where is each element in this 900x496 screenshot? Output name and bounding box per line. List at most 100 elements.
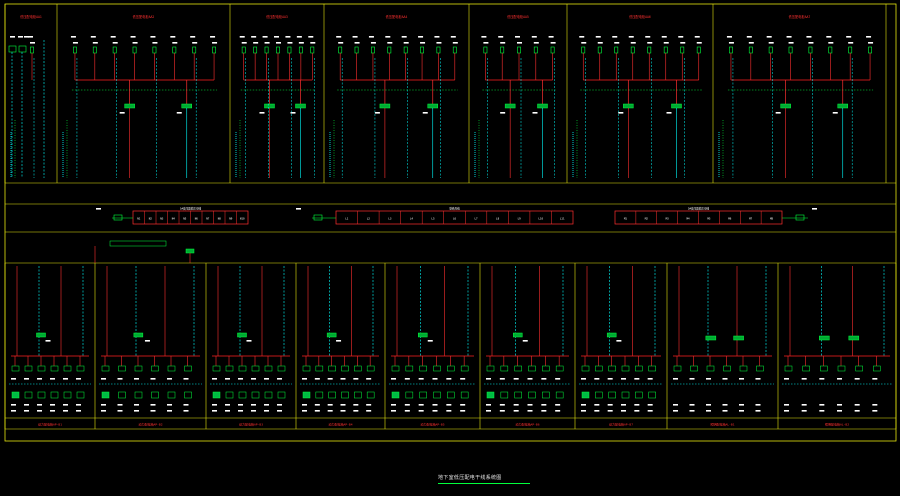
incomer-tag [96,208,101,210]
feeder-tag [110,36,116,38]
branch-tag [594,378,600,380]
feeder-tag [150,36,156,38]
branch-breaker [608,365,616,372]
branch-tag [872,404,878,406]
branch-load [595,391,603,399]
feeder-tag [18,36,23,38]
branch-tag [11,410,16,412]
switch-unit [379,103,391,109]
branch-load [581,391,590,399]
feeder-tag [868,42,874,44]
feeder-tag [130,36,136,38]
bus-section [335,210,574,225]
branch-tag [225,378,230,380]
feeder-breaker [748,46,753,54]
branch-tag [755,410,761,412]
incomer-tag [812,208,817,210]
branch-tag [722,410,728,412]
feeder-tag [846,36,852,38]
feeder-breaker [241,46,246,54]
lower-main-switch [418,332,428,338]
switch-tag [119,112,125,114]
branch-tag [446,410,452,412]
branch-load [63,391,72,399]
branch-tag [513,378,519,380]
branch-load [648,391,656,399]
feeder-tag [30,42,35,44]
branch-breaker [24,365,33,372]
branch-tag [314,404,320,406]
branch-tag [134,404,139,406]
branch-breaker [37,365,46,372]
feeder-tag [452,42,458,44]
feeder-breaker [253,46,258,54]
feeder-tag [253,42,259,44]
feeder-breaker [550,46,555,54]
switch-tag [374,112,380,114]
feeder-tag [828,42,834,44]
bus-cell-label: M7 [749,217,753,221]
branch-breaker [251,365,260,372]
branch-tag [581,378,586,380]
feeder-tag [806,36,812,38]
feeder-tag [298,42,304,44]
feeder-tag [172,42,178,44]
feeder-tag [274,36,279,38]
feeder-breaker [848,46,853,54]
branch-tag [24,378,29,380]
branch-tag [183,410,189,412]
branch-tag [854,378,860,380]
branch-breaker [635,365,643,372]
branch-breaker [855,365,863,372]
branch-load [328,391,336,399]
branch-tag [819,410,825,412]
branch-tag [76,404,81,406]
feeder-breaker [276,46,280,54]
branch-load [76,391,85,399]
branch-tag [225,410,230,412]
branch-tag [541,404,547,406]
feeder-breaker [483,46,488,54]
branch-tag [460,404,466,406]
branch-breaker [621,365,630,372]
branch-load [486,391,495,399]
feeder-tag [808,42,814,44]
feeder-tag [338,42,344,44]
upper-panel-name: 低压配电柜AA5 [507,14,529,19]
bus-cell-label: M2 [645,217,649,221]
branch-breaker [723,365,731,372]
lower-main-switch [733,335,744,341]
branch-tag [366,410,372,412]
feeder-tag [112,42,118,44]
branch-tag [183,404,189,406]
feeder-tag [628,36,634,38]
branch-tag [404,404,410,406]
bus-cell-label: L11 [560,217,565,221]
feeder-tag [10,36,15,38]
outer-frame [4,3,897,442]
feeder-breaker [310,46,315,54]
incomer-breaker [313,214,323,221]
feeder-breaker [354,46,359,54]
feeder-tag [418,36,424,38]
branch-breaker [433,365,441,372]
switch-tag [45,340,51,342]
branch-breaker [820,365,828,372]
feeder-tag [728,42,734,44]
feeder-breaker [73,46,77,54]
feeder-tag [132,42,138,44]
feeder-breaker [500,46,505,54]
branch-tag [837,378,842,380]
switch-tag [422,112,428,114]
branch-tag [251,410,256,412]
branch-tag [607,410,613,412]
lower-main-switch [606,332,617,338]
feeder-tag [336,36,342,38]
branch-breaker [302,365,311,372]
feeder-tag [500,42,506,44]
feeder-tag [403,42,409,44]
branch-tag [24,410,29,412]
feeder-tag [579,36,585,38]
bus-cell-label: N9 [229,217,233,221]
branch-load [514,391,522,399]
